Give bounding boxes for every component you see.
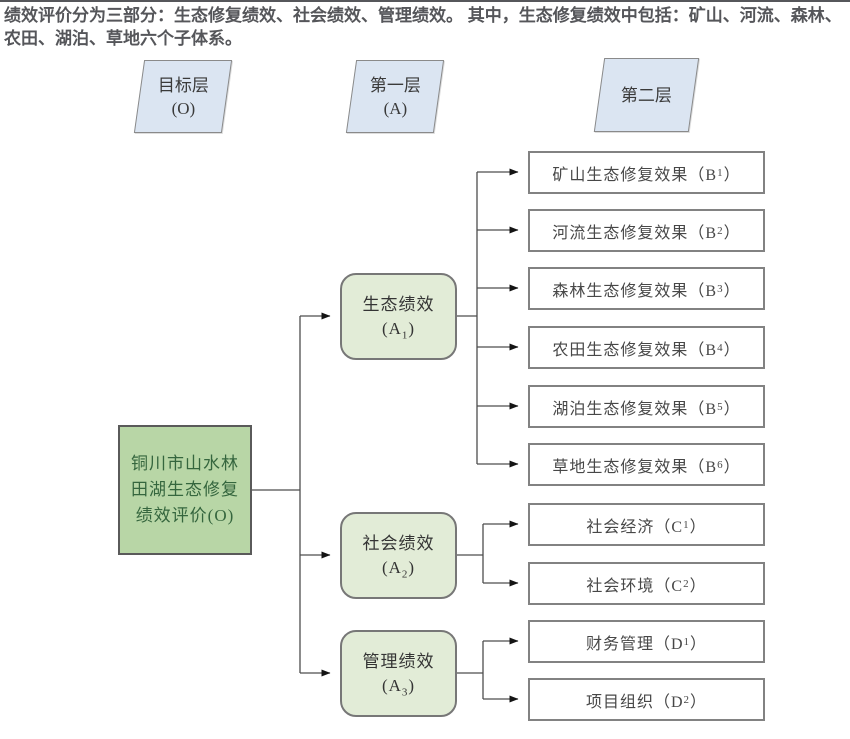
root-node-line2: 田湖生态修复 <box>131 480 239 499</box>
connector-a3-to-d <box>457 637 519 703</box>
layer-label-goal-text: 目标层 (O) <box>157 75 209 118</box>
node-a1-code: (A1) <box>381 318 416 341</box>
node-a3-title: 管理绩效 <box>362 651 435 671</box>
node-a3: 管理绩效 (A3) <box>340 630 457 717</box>
layer-label-first: 第一层 (A) <box>345 60 445 133</box>
connector-root-to-level1 <box>252 312 331 677</box>
node-a2: 社会绩效 (A2) <box>340 512 457 599</box>
layer-label-goal: 目标层 (O) <box>133 60 233 133</box>
layer-label-second-text: 第二层 <box>621 85 672 105</box>
layer-label-first-text: 第一层 (A) <box>369 75 421 118</box>
node-a2-code: (A2) <box>381 557 416 580</box>
node-a2-title: 社会绩效 <box>362 533 435 553</box>
node-a1: 生态绩效 (A1) <box>340 273 457 360</box>
root-node-line1: 铜川市山水林 <box>131 454 239 473</box>
connector-a2-to-c <box>457 520 519 587</box>
node-a3-code: (A3) <box>381 675 416 698</box>
connector-a1-to-b <box>457 168 519 468</box>
layer-label-second: 第二层 <box>593 58 700 132</box>
node-a1-title: 生态绩效 <box>362 294 435 314</box>
intro-paragraph: 绩效评价分为三部分：生态修复绩效、社会绩效、管理绩效。 其中，生态修复绩效中包括… <box>4 6 842 48</box>
root-node: 铜川市山水林 田湖生态修复 绩效评价(O) <box>118 425 252 555</box>
root-node-line3: 绩效评价(O) <box>135 506 235 525</box>
top-border-line <box>0 0 850 2</box>
